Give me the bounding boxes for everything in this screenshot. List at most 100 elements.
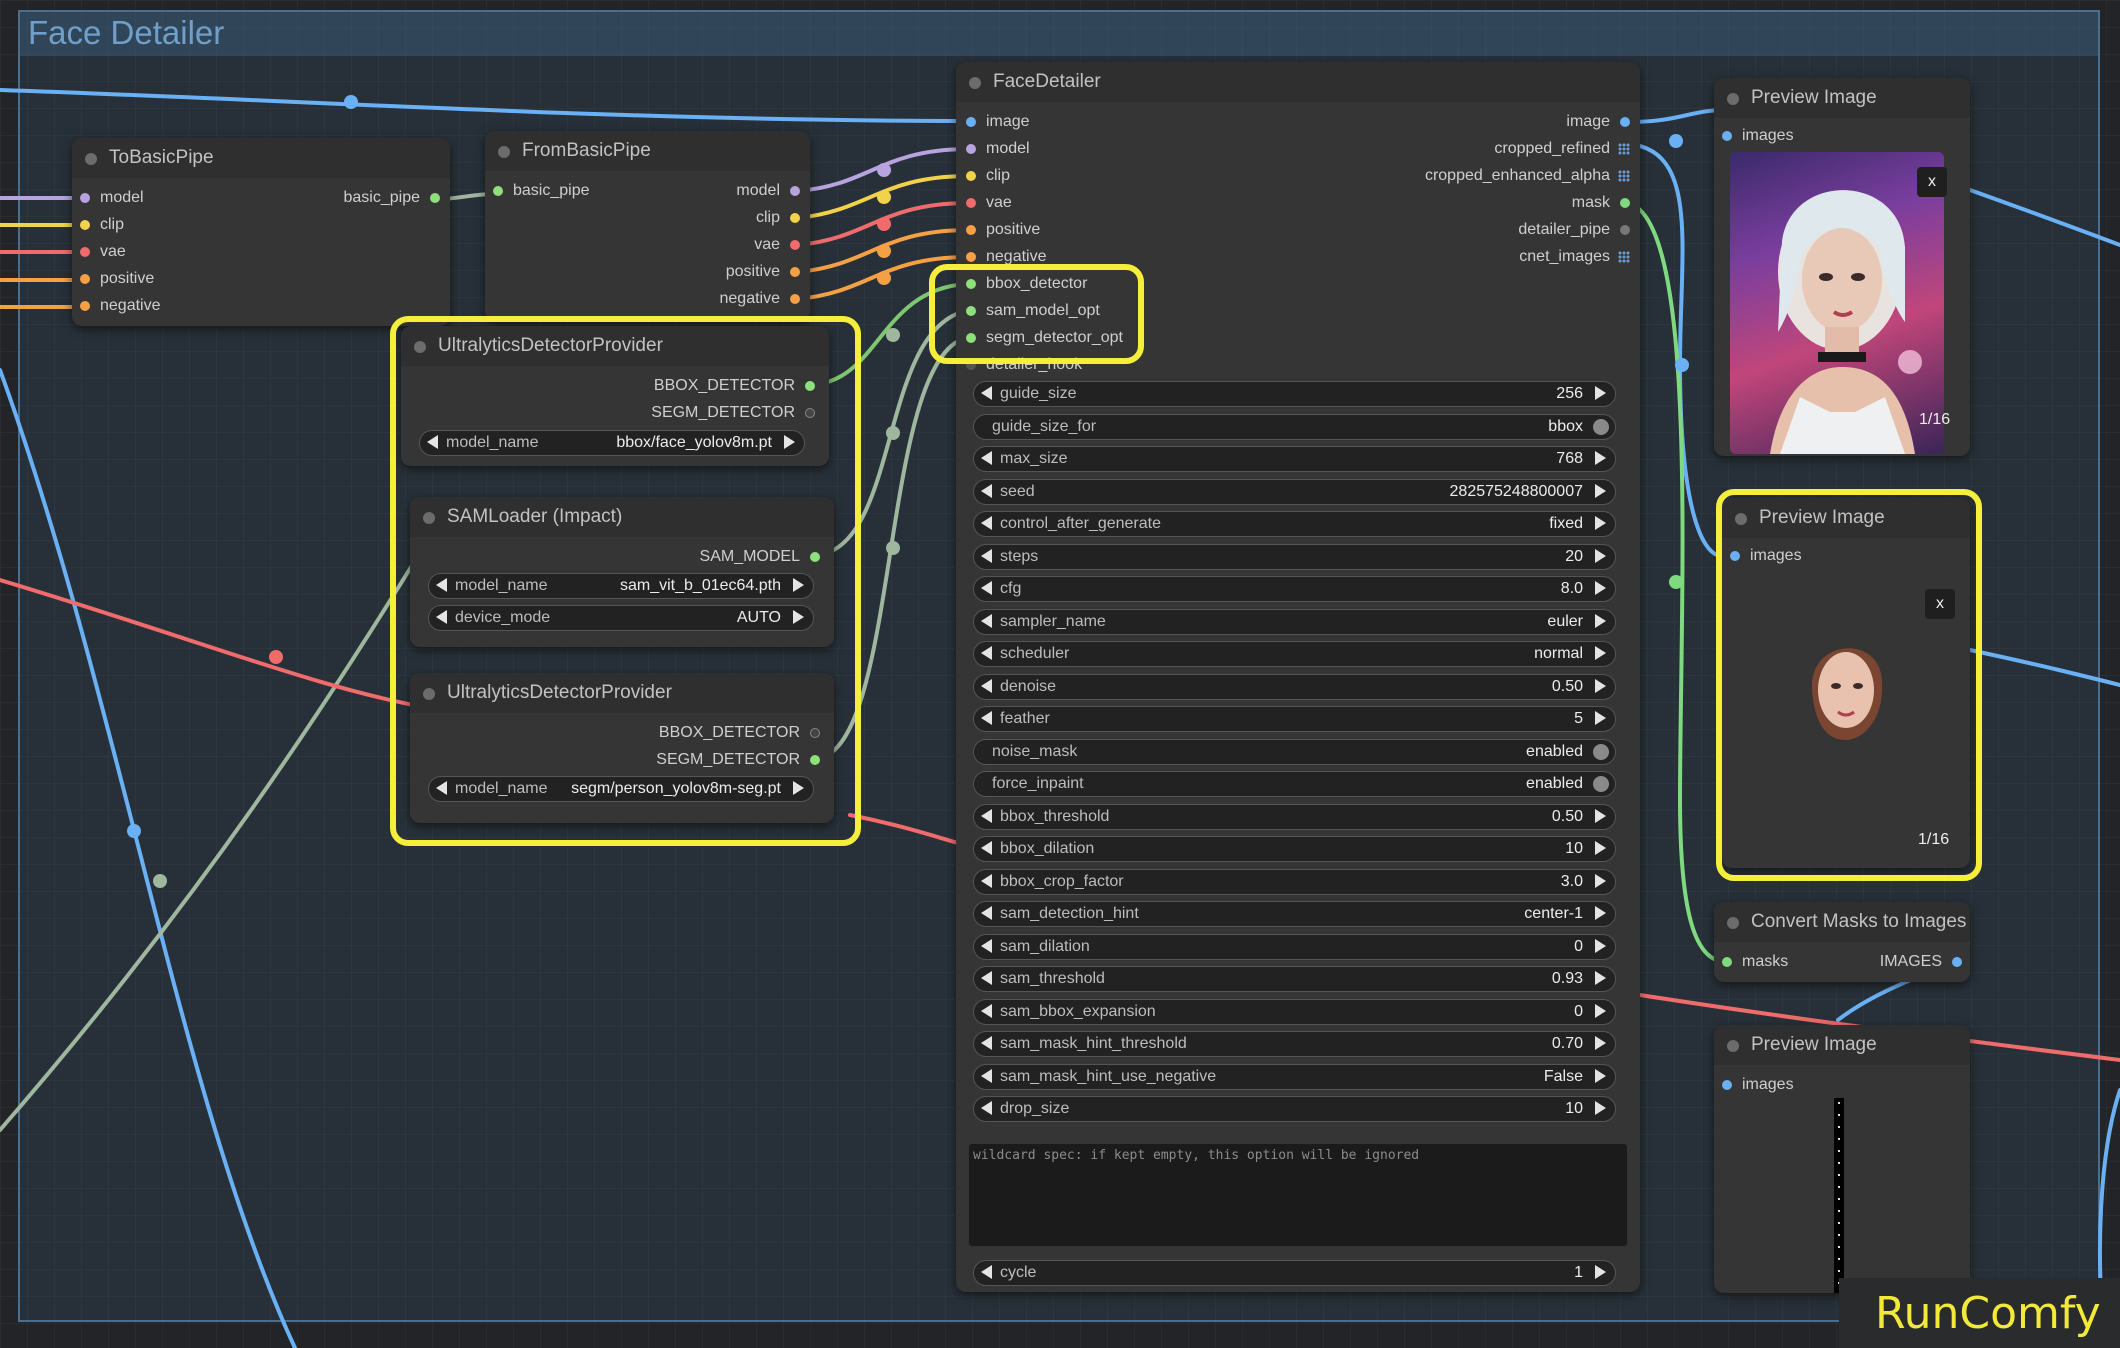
arrow-left-icon[interactable] [981,581,992,595]
arrow-left-icon[interactable] [981,1069,992,1083]
arrow-right-icon[interactable] [1595,1265,1606,1279]
arrow-right-icon[interactable] [1595,549,1606,563]
arrow-right-icon[interactable] [1595,841,1606,855]
sam-mask-hint-threshold-widget[interactable]: sam_mask_hint_threshold0.70 [973,1031,1616,1057]
collapse-dot[interactable] [1727,1040,1739,1052]
output-negative[interactable]: negative [720,289,801,309]
input-images[interactable]: images [1722,126,1794,146]
close-icon[interactable]: x [1925,589,1955,619]
input-detailer-hook[interactable]: detailer_hook [966,355,1082,375]
toggle-icon[interactable] [1593,744,1609,760]
arrow-right-icon[interactable] [1595,939,1606,953]
node-samloader[interactable]: SAMLoader (Impact) SAM_MODEL model_name … [410,497,834,647]
node-tobasicpipe[interactable]: ToBasicPipe model clip vae positive nega… [72,138,450,326]
cycle-widget[interactable]: cycle 1 [973,1260,1616,1286]
input-negative[interactable]: negative [80,296,161,316]
node-header[interactable]: FromBasicPipe [485,131,810,171]
control-after-generate-widget[interactable]: control_after_generatefixed [973,511,1616,537]
arrow-left-icon[interactable] [981,939,992,953]
output-basic-pipe[interactable]: basic_pipe [344,188,441,208]
arrow-left-icon[interactable] [981,614,992,628]
node-header[interactable]: Preview Image [1722,498,1970,538]
wildcard-textarea[interactable]: wildcard spec: if kept empty, this optio… [968,1143,1628,1247]
arrow-left-icon[interactable] [981,1265,992,1279]
arrow-right-icon[interactable] [793,578,804,592]
output-segm-detector[interactable]: SEGM_DETECTOR [656,750,820,770]
collapse-dot[interactable] [85,153,97,165]
input-vae[interactable]: vae [966,193,1012,213]
arrow-left-icon[interactable] [436,610,447,624]
arrow-right-icon[interactable] [1595,1036,1606,1050]
collapse-dot[interactable] [423,688,435,700]
arrow-right-icon[interactable] [1595,451,1606,465]
input-sam-model-opt[interactable]: sam_model_opt [966,301,1100,321]
output-cropped-enhanced-alpha[interactable]: cropped_enhanced_alpha [1425,166,1630,186]
node-header[interactable]: FaceDetailer [956,62,1640,102]
sampler-name-widget[interactable]: sampler_nameeuler [973,609,1616,635]
arrow-right-icon[interactable] [793,610,804,624]
output-positive[interactable]: positive [726,262,800,282]
arrow-right-icon[interactable] [1595,1069,1606,1083]
collapse-dot[interactable] [423,512,435,524]
force-inpaint-widget[interactable]: force_inpaintenabled [973,771,1616,797]
input-positive[interactable]: positive [966,220,1040,240]
arrow-right-icon[interactable] [1595,516,1606,530]
preview-image-face-crop[interactable] [1804,628,1888,744]
denoise-widget[interactable]: denoise0.50 [973,674,1616,700]
node-header[interactable]: UltralyticsDetectorProvider [410,673,834,713]
input-model[interactable]: model [80,188,144,208]
arrow-right-icon[interactable] [1595,874,1606,888]
arrow-left-icon[interactable] [981,711,992,725]
toggle-icon[interactable] [1593,419,1609,435]
sam-dilation-widget[interactable]: sam_dilation0 [973,934,1616,960]
output-bbox-detector[interactable]: BBOX_DETECTOR [654,376,815,396]
collapse-dot[interactable] [969,77,981,89]
node-ultralytics-segm[interactable]: UltralyticsDetectorProvider BBOX_DETECTO… [410,673,834,823]
output-cnet-images[interactable]: cnet_images [1519,247,1630,267]
input-segm-detector-opt[interactable]: segm_detector_opt [966,328,1123,348]
arrow-left-icon[interactable] [981,874,992,888]
sam-mask-hint-use-negative-widget[interactable]: sam_mask_hint_use_negativeFalse [973,1064,1616,1090]
arrow-left-icon[interactable] [981,451,992,465]
node-preview-image-1[interactable]: Preview Image images x 1/16 [1714,78,1970,456]
node-preview-image-2[interactable]: Preview Image images x 1/16 [1722,498,1970,868]
node-preview-image-3[interactable]: Preview Image images [1714,1025,1970,1293]
output-mask[interactable]: mask [1572,193,1630,213]
arrow-right-icon[interactable] [1595,679,1606,693]
arrow-left-icon[interactable] [981,809,992,823]
arrow-right-icon[interactable] [1595,971,1606,985]
arrow-left-icon[interactable] [981,679,992,693]
sam-bbox-expansion-widget[interactable]: sam_bbox_expansion0 [973,999,1616,1025]
output-bbox-detector[interactable]: BBOX_DETECTOR [659,723,820,743]
noise-mask-widget[interactable]: noise_maskenabled [973,739,1616,765]
input-negative[interactable]: negative [966,247,1047,267]
preview-image-portrait[interactable] [1730,152,1944,454]
model-name-combo[interactable]: model_name sam_vit_b_01ec64.pth [428,573,814,599]
input-images[interactable]: images [1722,1075,1794,1095]
steps-widget[interactable]: steps20 [973,544,1616,570]
collapse-dot[interactable] [1727,93,1739,105]
node-header[interactable]: SAMLoader (Impact) [410,497,834,537]
model-name-combo[interactable]: model_name segm/person_yolov8m-seg.pt [428,776,814,802]
input-vae[interactable]: vae [80,242,126,262]
output-vae[interactable]: vae [754,235,800,255]
input-bbox-detector[interactable]: bbox_detector [966,274,1087,294]
arrow-right-icon[interactable] [1595,1101,1606,1115]
arrow-left-icon[interactable] [981,1036,992,1050]
bbox-dilation-widget[interactable]: bbox_dilation10 [973,836,1616,862]
arrow-right-icon[interactable] [1595,581,1606,595]
guide-size-for-widget[interactable]: guide_size_forbbox [973,414,1616,440]
node-header[interactable]: ToBasicPipe [72,138,450,178]
arrow-right-icon[interactable] [784,435,795,449]
guide-size-widget[interactable]: guide_size256 [973,381,1616,407]
arrow-left-icon[interactable] [981,841,992,855]
bbox-crop-factor-widget[interactable]: bbox_crop_factor3.0 [973,869,1616,895]
model-name-combo[interactable]: model_name bbox/face_yolov8m.pt [419,430,805,456]
arrow-right-icon[interactable] [1595,646,1606,660]
input-masks[interactable]: masks [1722,952,1788,972]
arrow-right-icon[interactable] [793,781,804,795]
arrow-left-icon[interactable] [427,435,438,449]
input-model[interactable]: model [966,139,1030,159]
arrow-right-icon[interactable] [1595,809,1606,823]
arrow-left-icon[interactable] [981,906,992,920]
